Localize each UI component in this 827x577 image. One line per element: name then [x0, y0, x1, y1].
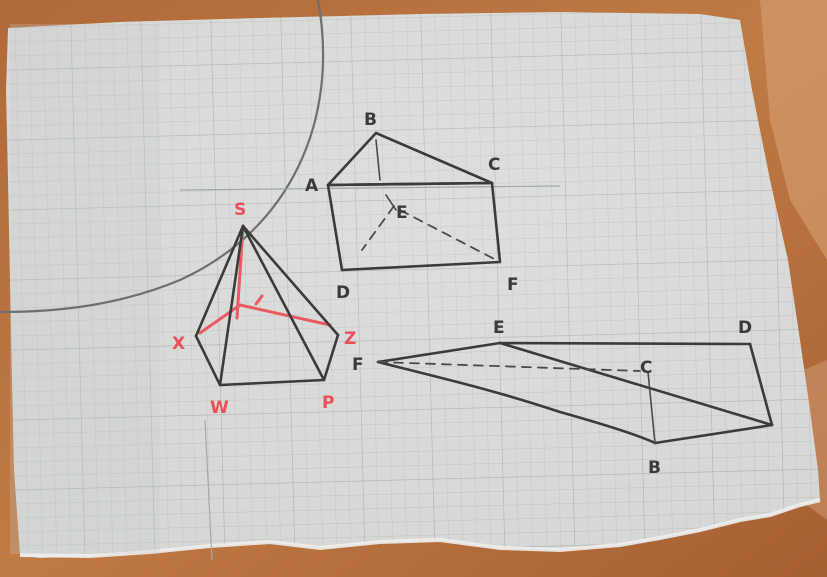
wood-highlight	[760, 0, 827, 260]
label-vertex-d-top: D	[336, 283, 350, 303]
label-vertex-p: P	[322, 393, 334, 413]
paper-sheet	[6, 12, 821, 559]
compass-arc	[0, 0, 325, 314]
label-vertex-x: X	[172, 334, 185, 354]
label-vertex-d-bottom: D	[738, 318, 752, 338]
label-vertex-c-top: C	[488, 155, 500, 175]
label-vertex-s: S	[234, 200, 246, 220]
label-vertex-a-top: A	[305, 176, 319, 196]
label-vertex-f-top: F	[507, 275, 519, 295]
construction-line	[179, 185, 561, 191]
triangular-prism-bottom	[376, 341, 774, 445]
label-vertex-e-bottom: E	[493, 318, 505, 338]
pyramid	[194, 224, 340, 387]
label-vertex-b-bottom: B	[648, 458, 661, 478]
triangular-prism-top	[326, 131, 502, 272]
label-vertex-b-top: B	[364, 110, 377, 130]
label-vertex-f-bottom: F	[352, 355, 364, 375]
label-vertex-c-bottom: C	[640, 358, 652, 378]
label-vertex-e-top: E	[396, 203, 408, 223]
construction-line-vertical	[204, 419, 213, 561]
label-vertex-z: Z	[344, 329, 356, 349]
label-vertex-w: W	[210, 398, 229, 418]
